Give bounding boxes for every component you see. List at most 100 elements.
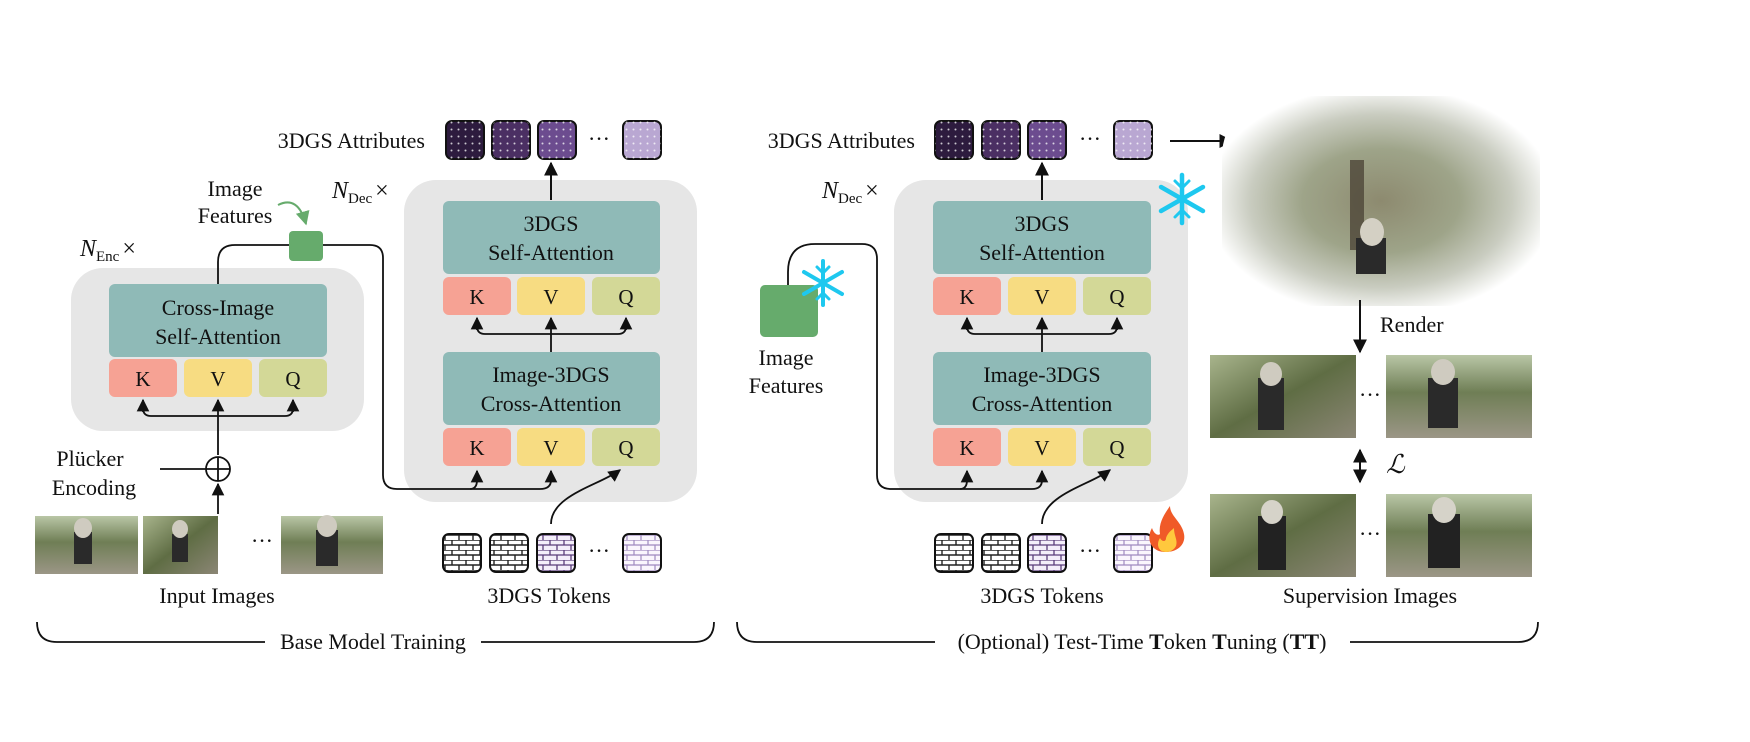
left-cross-v-label: V (543, 436, 558, 460)
left-3dgs-tokens: ··· (442, 533, 662, 573)
attribute-token (934, 120, 974, 160)
right-attributes-ellipsis: ··· (1079, 126, 1101, 151)
right-self-k-label: K (959, 285, 974, 309)
gs-token (1027, 533, 1067, 573)
input-image (143, 516, 218, 574)
left-image-features-line1: Image (208, 176, 263, 201)
right-tokens-ellipsis: ··· (1079, 538, 1101, 563)
right-n-dec-label: NDec× (821, 178, 879, 207)
left-n-enc-label: NEnc× (79, 236, 136, 265)
gs-token (536, 533, 576, 573)
input-image (281, 515, 383, 574)
left-cross-q-label: Q (618, 436, 633, 460)
input-images-ellipsis: ··· (251, 528, 273, 553)
left-3dgs-self-attention-block (443, 201, 660, 274)
left-image-features-line2: Features (198, 203, 273, 228)
right-self-attn-line1: 3DGS (1014, 211, 1069, 236)
supervision-view (1386, 494, 1532, 577)
input-image (35, 516, 138, 574)
supervision-views: ··· (1210, 494, 1532, 577)
supervision-view (1210, 494, 1356, 577)
left-encoder-key (109, 359, 177, 397)
right-image-features-line1: Image (759, 345, 814, 370)
attribute-token (445, 120, 485, 160)
rendered-image (1222, 96, 1540, 306)
rendered-view (1210, 355, 1356, 438)
right-image-feature-token (760, 285, 818, 337)
left-encoder-value (184, 359, 252, 397)
left-encoder-q-label: Q (285, 367, 300, 391)
right-tokens-label: 3DGS Tokens (980, 583, 1103, 608)
right-cross-key (933, 428, 1001, 466)
left-attributes-ellipsis: ··· (588, 126, 610, 151)
gs-token (1113, 533, 1153, 573)
left-n-dec-label: NDec× (331, 178, 389, 207)
attribute-token (981, 120, 1021, 160)
rendered-view (1386, 355, 1532, 438)
left-attributes-label: 3DGS Attributes (278, 128, 425, 153)
left-tokens-ellipsis: ··· (588, 538, 610, 563)
right-cross-attention-block (933, 352, 1151, 425)
loss-symbol: ℒ (1386, 450, 1406, 479)
gs-token (981, 533, 1021, 573)
gs-token (489, 533, 529, 573)
right-self-query (1083, 277, 1151, 315)
right-self-v-label: V (1034, 285, 1049, 309)
left-self-v-label: V (543, 285, 558, 309)
plucker-line1: Plücker (56, 446, 124, 471)
left-bracket-label: Base Model Training (280, 629, 466, 654)
left-encoder-title-line2: Self-Attention (155, 324, 281, 349)
left-image-feature-token (289, 231, 323, 261)
left-self-attn-line1: 3DGS (523, 211, 578, 236)
left-cross-attn-line1: Image-3DGS (492, 362, 609, 387)
snowflake-icon (1158, 172, 1206, 226)
left-cross-query (592, 428, 660, 466)
right-attribute-tokens: ··· (934, 120, 1153, 160)
left-cross-key (443, 428, 511, 466)
right-cross-value (1008, 428, 1076, 466)
left-cross-attn-line2: Cross-Attention (481, 391, 622, 416)
left-encoder-title-line1: Cross-Image (162, 295, 274, 320)
attribute-token (1113, 120, 1153, 160)
supervision-label: Supervision Images (1283, 583, 1457, 608)
right-self-q-label: Q (1109, 285, 1124, 309)
attribute-token (1027, 120, 1067, 160)
left-cross-image-self-attention-block (109, 284, 327, 357)
plucker-line2: Encoding (52, 475, 136, 500)
attribute-token (537, 120, 577, 160)
left-attribute-tokens: ··· (445, 120, 662, 160)
right-attributes-label: 3DGS Attributes (768, 128, 915, 153)
right-bracket-label: (Optional) Test-Time Token Tuning (TT) (958, 629, 1327, 654)
left-tokens-label: 3DGS Tokens (487, 583, 610, 608)
gs-token (622, 533, 662, 573)
render-label: Render (1380, 312, 1444, 337)
input-images-label: Input Images (159, 583, 274, 608)
rendered-views: ··· (1210, 355, 1532, 438)
right-cross-q-label: Q (1109, 436, 1124, 460)
right-self-value (1008, 277, 1076, 315)
right-cross-attn-line1: Image-3DGS (983, 362, 1100, 387)
gs-token (934, 533, 974, 573)
right-cross-v-label: V (1034, 436, 1049, 460)
attribute-token (622, 120, 662, 160)
input-images: ··· (35, 515, 383, 574)
left-cross-value (517, 428, 585, 466)
right-image-features-line2: Features (749, 373, 824, 398)
left-self-query (592, 277, 660, 315)
right-self-attn-line2: Self-Attention (979, 240, 1105, 265)
right-self-key (933, 277, 1001, 315)
left-self-value (517, 277, 585, 315)
rendered-views-ellipsis: ··· (1359, 382, 1381, 407)
right-cross-attn-line2: Cross-Attention (972, 391, 1113, 416)
left-self-key (443, 277, 511, 315)
snowflake-icon (802, 259, 844, 307)
gs-token (442, 533, 482, 573)
left-encoder-v-label: V (210, 367, 225, 391)
left-self-q-label: Q (618, 285, 633, 309)
fire-icon (1149, 506, 1185, 552)
left-self-attn-line2: Self-Attention (488, 240, 614, 265)
right-cross-query (1083, 428, 1151, 466)
right-3dgs-tokens: ··· (934, 533, 1153, 573)
left-cross-attention-block (443, 352, 660, 425)
